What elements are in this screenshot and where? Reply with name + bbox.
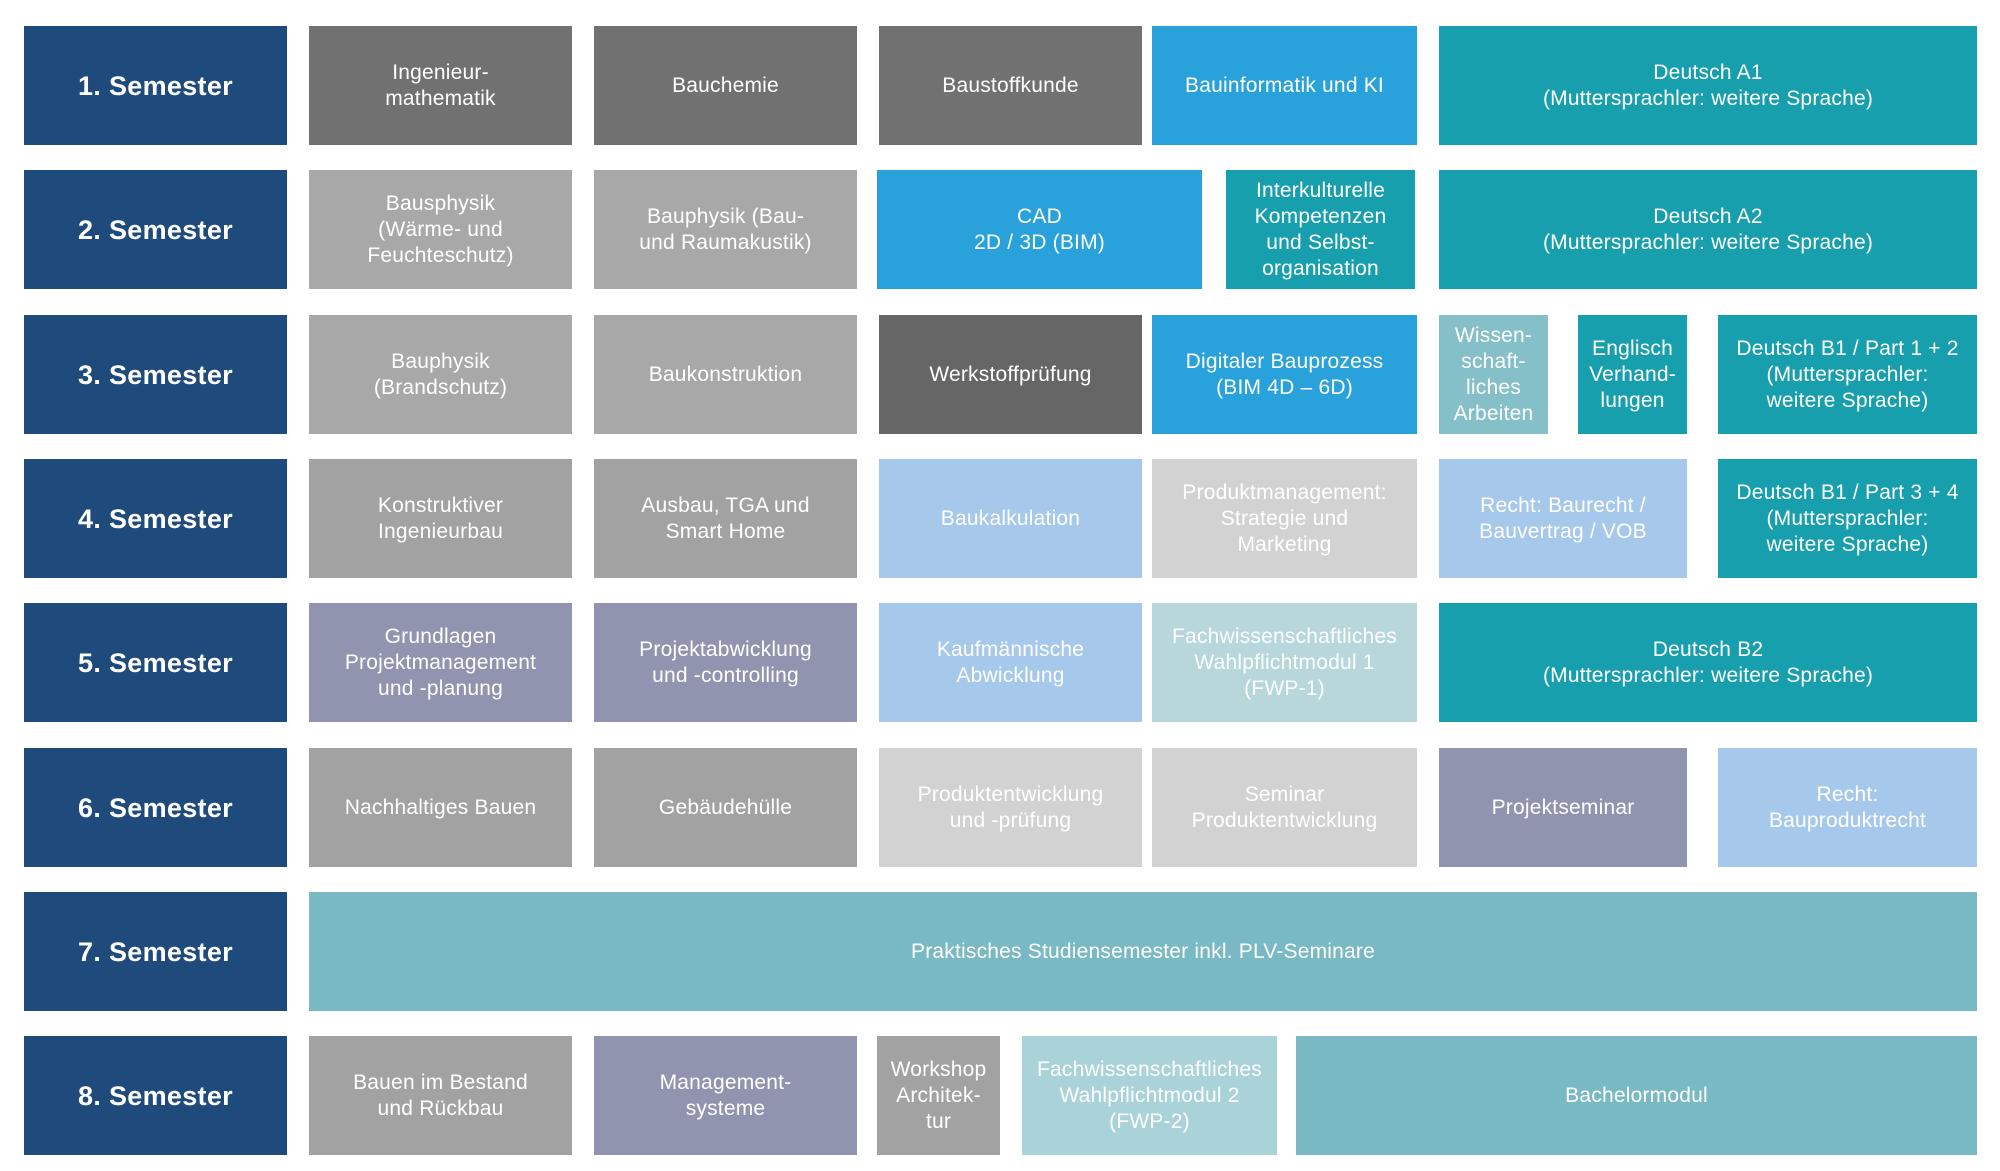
module-label: Fachwissenschaftliches Wahlpflichtmodul … — [1172, 624, 1397, 700]
semester-label-box-3: 3. Semester — [24, 315, 287, 434]
module-box-deutsch-b1-part-3-4: Deutsch B1 / Part 3 + 4 (Muttersprachler… — [1718, 459, 1977, 578]
module-box-ingenieur: Ingenieur- mathematik — [309, 26, 572, 145]
module-label: Deutsch B1 / Part 1 + 2 (Muttersprachler… — [1736, 336, 1959, 412]
module-box-projektabwicklung: Projektabwicklung und -controlling — [594, 603, 857, 722]
module-box-cad: CAD 2D / 3D (BIM) — [877, 170, 1202, 289]
module-box-baustoffkunde: Baustoffkunde — [879, 26, 1142, 145]
module-label: Grundlagen Projektmanagement und -planun… — [344, 624, 537, 700]
module-label: Werkstoffprüfung — [929, 362, 1092, 386]
semester-label-box-5: 5. Semester — [24, 603, 287, 722]
module-label: Praktisches Studiensemester inkl. PLV-Se… — [910, 939, 1375, 963]
module-box-kaufm-nnische: Kaufmännische Abwicklung — [879, 603, 1142, 722]
module-label: CAD 2D / 3D (BIM) — [974, 204, 1105, 254]
semester-label: 1. Semester — [78, 70, 233, 101]
module-box-produktentwicklung: Produktentwicklung und -prüfung — [879, 748, 1142, 867]
module-label: Ausbau, TGA und Smart Home — [641, 493, 810, 543]
module-label: Seminar Produktentwicklung — [1191, 782, 1378, 832]
module-label: Recht: Bauproduktrecht — [1768, 782, 1927, 832]
module-box-fachwissenschaftliches: Fachwissenschaftliches Wahlpflichtmodul … — [1152, 603, 1417, 722]
module-box-seminar: Seminar Produktentwicklung — [1152, 748, 1417, 867]
module-label: Englisch Verhand- lungen — [1589, 336, 1676, 412]
semester-label-box-7: 7. Semester — [24, 892, 287, 1011]
module-box-bauinformatik-und-ki: Bauinformatik und KI — [1152, 26, 1417, 145]
module-box-projektseminar: Projektseminar — [1439, 748, 1687, 867]
module-label: Bauchemie — [672, 73, 779, 97]
module-label: Deutsch B1 / Part 3 + 4 (Muttersprachler… — [1736, 480, 1959, 556]
semester-label-box-8: 8. Semester — [24, 1036, 287, 1155]
module-label: Projektseminar — [1491, 795, 1635, 819]
module-label: Interkulturelle Kompetenzen und Selbst- … — [1254, 178, 1387, 280]
module-label: Digitaler Bauprozess (BIM 4D – 6D) — [1185, 349, 1384, 399]
semester-label: 3. Semester — [78, 359, 233, 390]
module-box-deutsch-b2: Deutsch B2 (Muttersprachler: weitere Spr… — [1439, 603, 1977, 722]
module-box-deutsch-a1: Deutsch A1 (Muttersprachler: weitere Spr… — [1439, 26, 1977, 145]
module-label: Gebäudehülle — [658, 795, 793, 819]
module-label: Recht: Baurecht / Bauvertrag / VOB — [1479, 493, 1647, 543]
semester-label-box-2: 2. Semester — [24, 170, 287, 289]
module-label: Ingenieur- mathematik — [385, 60, 496, 110]
module-box-digitaler-bauprozess: Digitaler Bauprozess (BIM 4D – 6D) — [1152, 315, 1417, 434]
module-box-baukalkulation: Baukalkulation — [879, 459, 1142, 578]
semester-label: 2. Semester — [78, 214, 233, 245]
module-box-bauchemie: Bauchemie — [594, 26, 857, 145]
module-label: Deutsch A1 (Muttersprachler: weitere Spr… — [1542, 60, 1874, 110]
semester-label: 7. Semester — [78, 936, 233, 967]
semester-label: 4. Semester — [78, 503, 233, 534]
module-label: Management- systeme — [659, 1070, 792, 1120]
module-label: Bausphysik (Wärme- und Feuchteschutz) — [367, 191, 514, 267]
module-label: Workshop Architek- tur — [890, 1057, 987, 1133]
module-box-interkulturelle: Interkulturelle Kompetenzen und Selbst- … — [1226, 170, 1415, 289]
semester-label-box-4: 4. Semester — [24, 459, 287, 578]
module-box-grundlagen: Grundlagen Projektmanagement und -planun… — [309, 603, 572, 722]
module-label: Bachelormodul — [1565, 1083, 1708, 1107]
module-label: Konstruktiver Ingenieurbau — [377, 493, 504, 543]
module-box-ausbau-tga-und: Ausbau, TGA und Smart Home — [594, 459, 857, 578]
semester-label: 8. Semester — [78, 1080, 233, 1111]
module-box-bauen-im-bestand: Bauen im Bestand und Rückbau — [309, 1036, 572, 1155]
module-label: Kaufmännische Abwicklung — [936, 637, 1085, 687]
module-label: Wissen- schaft- liches Arbeiten — [1453, 323, 1534, 425]
module-box-praktisches-studiensemester-inkl-plv-sem: Praktisches Studiensemester inkl. PLV-Se… — [309, 892, 1977, 1011]
module-label: Produktmanagement: Strategie und Marketi… — [1182, 480, 1387, 556]
module-box-workshop: Workshop Architek- tur — [877, 1036, 1000, 1155]
module-label: Baukonstruktion — [648, 362, 803, 386]
module-box-geb-udeh-lle: Gebäudehülle — [594, 748, 857, 867]
module-box-bausphysik: Bausphysik (Wärme- und Feuchteschutz) — [309, 170, 572, 289]
module-label: Bauphysik (Bau- und Raumakustik) — [639, 204, 812, 254]
module-label: Bauinformatik und KI — [1185, 73, 1384, 97]
module-box-englisch: Englisch Verhand- lungen — [1578, 315, 1687, 434]
module-box-management: Management- systeme — [594, 1036, 857, 1155]
module-label: Bauen im Bestand und Rückbau — [353, 1070, 528, 1120]
semester-label-box-6: 6. Semester — [24, 748, 287, 867]
module-box-bachelormodul: Bachelormodul — [1296, 1036, 1977, 1155]
module-label: Baukalkulation — [940, 506, 1081, 530]
semester-label-box-1: 1. Semester — [24, 26, 287, 145]
semester-label: 6. Semester — [78, 792, 233, 823]
module-box-fachwissenschaftliches: Fachwissenschaftliches Wahlpflichtmodul … — [1022, 1036, 1277, 1155]
module-box-werkstoffpr-fung: Werkstoffprüfung — [879, 315, 1142, 434]
module-box-baukonstruktion: Baukonstruktion — [594, 315, 857, 434]
module-label: Fachwissenschaftliches Wahlpflichtmodul … — [1037, 1057, 1262, 1133]
module-label: Nachhaltiges Bauen — [344, 795, 537, 819]
module-box-produktmanagement: Produktmanagement: Strategie und Marketi… — [1152, 459, 1417, 578]
module-box-deutsch-b1-part-1-2: Deutsch B1 / Part 1 + 2 (Muttersprachler… — [1718, 315, 1977, 434]
semester-label: 5. Semester — [78, 647, 233, 678]
module-box-wissen: Wissen- schaft- liches Arbeiten — [1439, 315, 1548, 434]
module-box-recht-baurecht: Recht: Baurecht / Bauvertrag / VOB — [1439, 459, 1687, 578]
module-label: Deutsch A2 (Muttersprachler: weitere Spr… — [1542, 204, 1874, 254]
module-label: Deutsch B2 (Muttersprachler: weitere Spr… — [1542, 637, 1874, 687]
module-label: Bauphysik (Brandschutz) — [373, 349, 508, 399]
module-box-konstruktiver: Konstruktiver Ingenieurbau — [309, 459, 572, 578]
module-label: Projektabwicklung und -controlling — [639, 637, 812, 687]
module-box-bauphysik-bau: Bauphysik (Bau- und Raumakustik) — [594, 170, 857, 289]
module-box-deutsch-a2: Deutsch A2 (Muttersprachler: weitere Spr… — [1439, 170, 1977, 289]
module-label: Baustoffkunde — [942, 73, 1079, 97]
module-box-nachhaltiges-bauen: Nachhaltiges Bauen — [309, 748, 572, 867]
module-box-recht: Recht: Bauproduktrecht — [1718, 748, 1977, 867]
module-label: Produktentwicklung und -prüfung — [917, 782, 1104, 832]
module-box-bauphysik: Bauphysik (Brandschutz) — [309, 315, 572, 434]
